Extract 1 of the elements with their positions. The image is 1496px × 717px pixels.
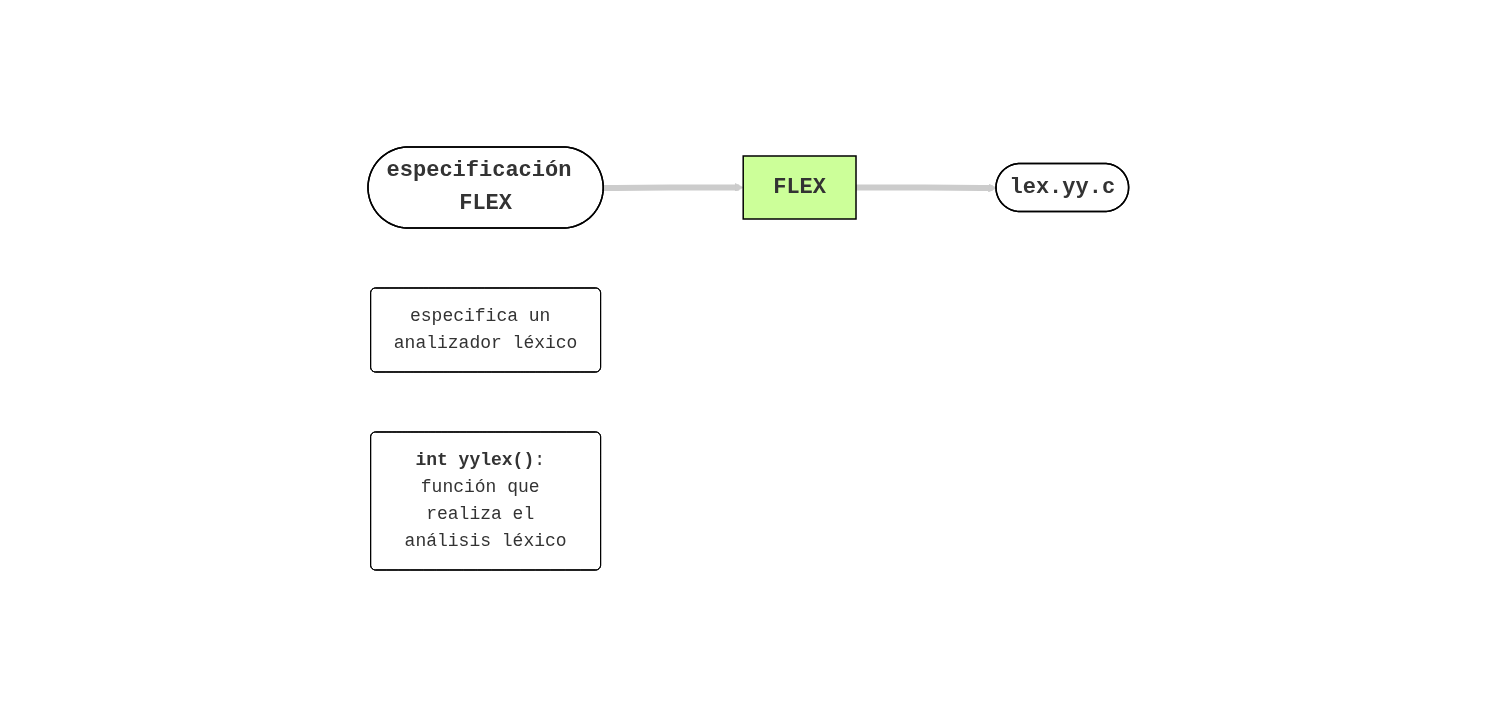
node-box: FLEX [742,155,857,220]
